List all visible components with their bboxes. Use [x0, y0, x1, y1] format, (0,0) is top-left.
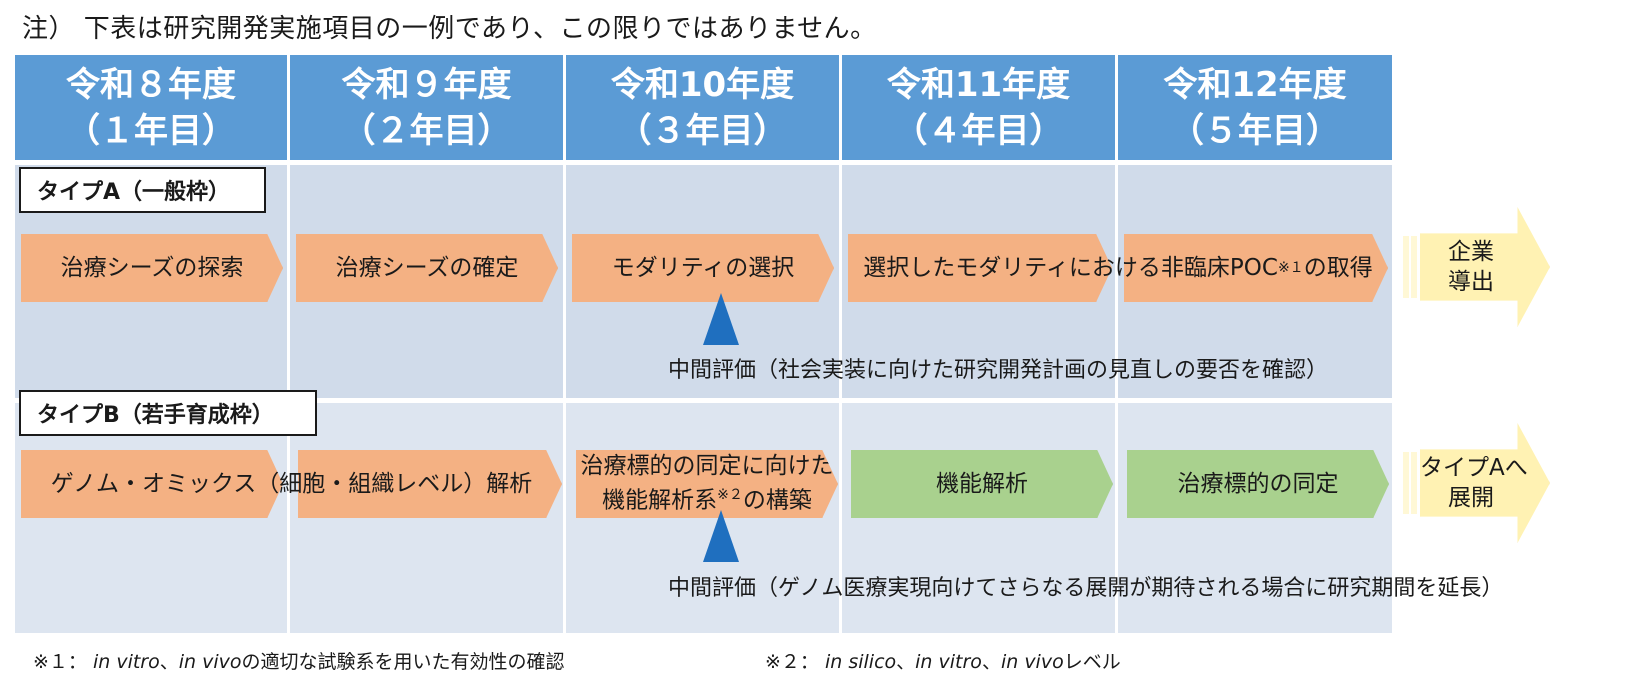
type-a-step-2: 治療シーズの確定 — [296, 234, 558, 302]
fn2-text: レベル — [1063, 651, 1121, 673]
step2-tail: の構築 — [742, 487, 812, 514]
year-header-1: 令和８年度 （１年目） — [15, 55, 287, 160]
type-a-step-4b — [1124, 234, 1388, 302]
fn1-text: の適切な試験系を用いた有効性の確認 — [241, 651, 565, 673]
year-header-3: 令和10年度 （３年目） — [566, 55, 839, 160]
year-count: （４年目） — [893, 110, 1064, 151]
fn2-italic1: in silico — [824, 651, 897, 673]
poc-text: 選択したモダリティにおける非臨床POC — [863, 254, 1278, 281]
type-b-step-3: 機能解析 — [851, 450, 1113, 518]
arrow-stripe — [1403, 452, 1409, 514]
type-a-evaluation: 中間評価（社会実装に向けた研究開発計画の見直しの要否を確認） — [668, 358, 1329, 383]
outcome-a-line2: 導出 — [1448, 269, 1494, 295]
type-b-step-1b — [298, 450, 562, 518]
year-header-4: 令和11年度 （４年目） — [842, 55, 1115, 160]
footnote-ref-2: ※２ — [717, 487, 743, 504]
outcome-a-text: 企業 導出 — [1425, 237, 1517, 297]
year-header-5: 令和12年度 （５年目） — [1118, 55, 1392, 160]
step2-line2-wrap: 機能解析系※２の構築 — [602, 481, 812, 516]
footnote-1: ※１： in vitro、in vivoの適切な試験系を用いた有効性の確認 — [33, 647, 565, 674]
type-b-evaluation: 中間評価（ゲノム医療実現向けてさらなる展開が期待される場合に研究期間を延長） — [668, 576, 1504, 601]
year-label: 令和10年度 — [610, 64, 795, 105]
arrow-stripe — [1411, 236, 1417, 298]
type-a-label: タイプA（一般枠） — [19, 167, 266, 213]
column-divider — [1115, 160, 1118, 633]
type-b-label: タイプB（若手育成枠） — [19, 390, 317, 436]
step2-line1: 治療標的の同定に向けた — [580, 453, 834, 480]
fn1-italic2: in vivo — [178, 651, 242, 673]
arrow-stripe — [1403, 236, 1409, 298]
fn1-mark: ※１： — [33, 651, 87, 673]
arrow-stripe — [1411, 452, 1417, 514]
fn2-sep1: 、 — [896, 651, 916, 673]
top-note: 注） 下表は研究開発実施項目の一例であり、この限りではありません。 — [22, 14, 877, 44]
year-label: 令和11年度 — [886, 64, 1071, 105]
fn2-sep2: 、 — [981, 651, 1001, 673]
type-b-step-4: 治療標的の同定 — [1127, 450, 1389, 518]
outcome-b-text: タイプAへ 展開 — [1420, 453, 1528, 513]
fn1-sep: 、 — [159, 651, 179, 673]
fn1-italic1: in vitro — [92, 651, 160, 673]
year-label: 令和９年度 — [341, 64, 512, 105]
midterm-marker-b — [703, 510, 739, 562]
outcome-a-line1: 企業 — [1448, 239, 1494, 265]
column-divider — [563, 160, 566, 633]
type-a-step-3: モダリティの選択 — [572, 234, 834, 302]
fn2-italic3: in vivo — [1000, 651, 1064, 673]
type-b-step-1-label: ゲノム・オミックス（細胞・組織レベル）解析 — [50, 470, 533, 497]
year-label: 令和８年度 — [66, 64, 236, 105]
column-divider — [839, 160, 842, 633]
year-count: （５年目） — [1170, 110, 1340, 151]
fn2-mark: ※２： — [765, 651, 819, 673]
footnote-2: ※２： in silico、in vitro、in vivoレベル — [765, 647, 1121, 674]
year-count: （３年目） — [617, 110, 788, 151]
year-label: 令和12年度 — [1163, 64, 1347, 105]
type-b-step-2: 治療標的の同定に向けた 機能解析系※２の構築 — [576, 450, 838, 518]
outcome-b-line1: タイプAへ — [1420, 455, 1528, 481]
year-count: （１年目） — [66, 110, 236, 151]
footnote-ref-1: ※１ — [1277, 259, 1304, 276]
step2-line2: 機能解析系 — [602, 487, 718, 514]
midterm-marker-a — [703, 293, 739, 345]
type-b-step-1a — [21, 450, 283, 518]
year-header-2: 令和９年度 （２年目） — [290, 55, 563, 160]
year-count: （２年目） — [341, 110, 512, 151]
poc-tail: の取得 — [1303, 254, 1373, 281]
outcome-b-line2: 展開 — [1448, 485, 1494, 511]
type-a-step-1: 治療シーズの探索 — [21, 234, 283, 302]
type-a-step-4a — [848, 234, 1112, 302]
fn2-italic2: in vitro — [915, 651, 982, 673]
